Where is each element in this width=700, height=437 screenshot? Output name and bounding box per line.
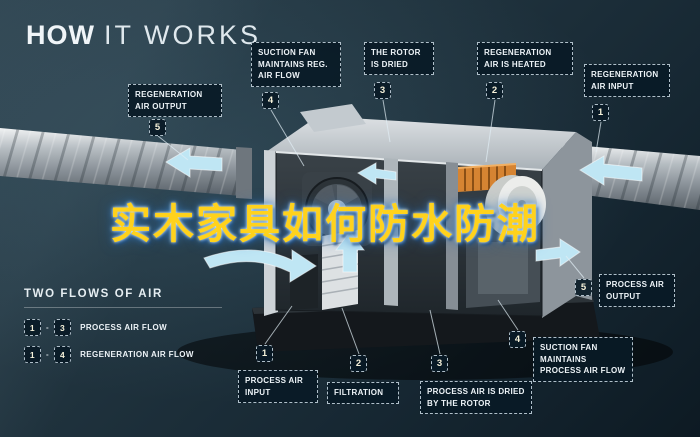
callout-regeneration-air-input: REGENERATION AIR INPUT [584, 64, 670, 98]
legend-title: TWO FLOWS OF AIR [24, 288, 163, 300]
legend-badge-from: 1 [24, 319, 41, 336]
callout-regeneration-air-heated: REGENERATION AIR IS HEATED [477, 42, 573, 76]
legend-range-dash: - [46, 323, 50, 332]
regen-output-arrow [165, 147, 223, 178]
callout-process-air-input: PROCESS AIR INPUT [238, 370, 318, 404]
legend-two-flows: TWO FLOWS OF AIR 1 - 3 PROCESS AIR FLOW … [24, 288, 228, 373]
badge-regeneration-air-heated: 2 [486, 82, 503, 99]
legend-row-regeneration-air: 1 - 4 REGENERATION AIR FLOW [24, 346, 228, 363]
badge-process-air-input: 1 [256, 345, 273, 362]
page-title: HOW IT WORKS [26, 20, 261, 51]
suction-fan [302, 172, 372, 246]
legend-row-process-air: 1 - 3 PROCESS AIR FLOW [24, 319, 228, 336]
badge-process-air-dried: 3 [431, 355, 448, 372]
legend-label-regeneration-air-flow: REGENERATION AIR FLOW [80, 350, 194, 359]
desiccant-rotor [485, 175, 546, 237]
badge-suction-fan-process: 4 [509, 331, 526, 348]
legend-label-process-air-flow: PROCESS AIR FLOW [80, 323, 168, 332]
callout-process-air-dried: PROCESS AIR IS DRIED BY THE ROTOR [420, 381, 532, 415]
regen-input-arrow [579, 155, 643, 186]
left-duct [0, 128, 252, 199]
title-word-light: IT WORKS [103, 20, 261, 50]
badge-rotor-dried: 3 [374, 82, 391, 99]
legend-badge-to: 4 [54, 346, 72, 363]
process-input-arrow [203, 249, 317, 283]
badge-suction-fan-reg: 4 [262, 92, 279, 109]
callout-process-air-output: PROCESS AIR OUTPUT [599, 274, 675, 308]
badge-regeneration-air-input: 1 [592, 104, 609, 121]
badge-process-air-output: 5 [575, 279, 592, 296]
leader-lines [157, 99, 602, 355]
airflow-arrows [165, 147, 643, 283]
legend-badge-to: 3 [54, 319, 72, 336]
callout-suction-fan-reg: SUCTION FAN MAINTAINS REG. AIR FLOW [251, 42, 341, 87]
title-word-bold: HOW [26, 20, 95, 50]
callout-suction-fan-process: SUCTION FAN MAINTAINS PROCESS AIR FLOW [533, 337, 633, 382]
regen-top-arrow [357, 162, 397, 185]
callout-rotor-dried: THE ROTOR IS DRIED [364, 42, 434, 76]
callout-regeneration-air-output: REGENERATION AIR OUTPUT [128, 84, 222, 118]
process-up-arrow [334, 231, 366, 273]
legend-range-dash: - [46, 350, 50, 359]
callout-filtration: FILTRATION [327, 382, 399, 404]
legend-divider [24, 307, 222, 308]
badge-regeneration-air-output: 5 [149, 119, 166, 136]
legend-badge-from: 1 [24, 346, 41, 363]
chinese-watermark-text: 实木家具如何防水防潮 [110, 200, 540, 248]
badge-filtration: 2 [350, 355, 367, 372]
